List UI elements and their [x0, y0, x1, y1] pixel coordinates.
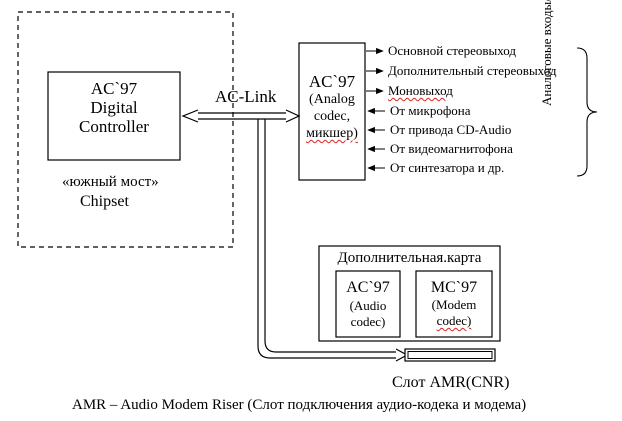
analog-codec-line4: микшер)	[306, 126, 358, 141]
chipset-label: Chipset	[80, 193, 129, 210]
modem-codec-line3: codec)	[436, 313, 472, 328]
analog-io-label: Аналоговые входы/выходы	[538, 0, 554, 106]
digital-controller-box	[47, 71, 181, 161]
ac-link-arrow	[181, 109, 301, 123]
analog-codec-line2: (Analog	[309, 92, 355, 107]
figure-caption: AMR – Audio Modem Riser (Слот подключени…	[72, 397, 527, 413]
extra-card-title: Дополнительная.карта	[337, 250, 482, 266]
signal-mono-out: Моновыход	[388, 83, 453, 98]
signal-cd-audio-in: От привода CD-Audio	[390, 122, 512, 137]
digital-controller-line1: AC`97	[90, 79, 138, 98]
analog-codec-line1: AC`97	[308, 72, 356, 91]
signal-vcr-in: От видеомагнитофона	[390, 141, 513, 156]
signal-main-stereo-out: Основной стереовыход	[388, 43, 517, 58]
analog-codec-box	[298, 42, 366, 181]
audio-codec-line3: codec)	[350, 314, 386, 329]
digital-controller-line2: Digital	[90, 98, 138, 117]
modem-codec-line2: (Modem	[431, 297, 477, 312]
audio-codec-line1: AC`97	[346, 279, 390, 296]
io-brace	[576, 47, 598, 177]
signal-aux-stereo-out: Дополнительный стереовыход	[388, 63, 557, 78]
ac-link-label: AC-Link	[215, 87, 277, 106]
south-bridge-label: «южный мост»	[62, 174, 159, 190]
digital-controller-line3: Controller	[79, 117, 149, 136]
amr-slot-label: Слот AMR(CNR)	[392, 374, 510, 391]
amr-slot	[404, 348, 496, 362]
signal-mic-in: От микрофона	[390, 103, 471, 118]
modem-codec-box	[415, 270, 493, 338]
signal-synth-in: От синтезатора и др.	[390, 160, 505, 175]
analog-codec-line3: codec,	[313, 109, 351, 124]
modem-codec-line1: MC`97	[430, 279, 478, 296]
signal-arrows	[366, 47, 385, 172]
audio-codec-box	[335, 270, 401, 338]
audio-codec-line2: (Audio	[349, 298, 387, 313]
